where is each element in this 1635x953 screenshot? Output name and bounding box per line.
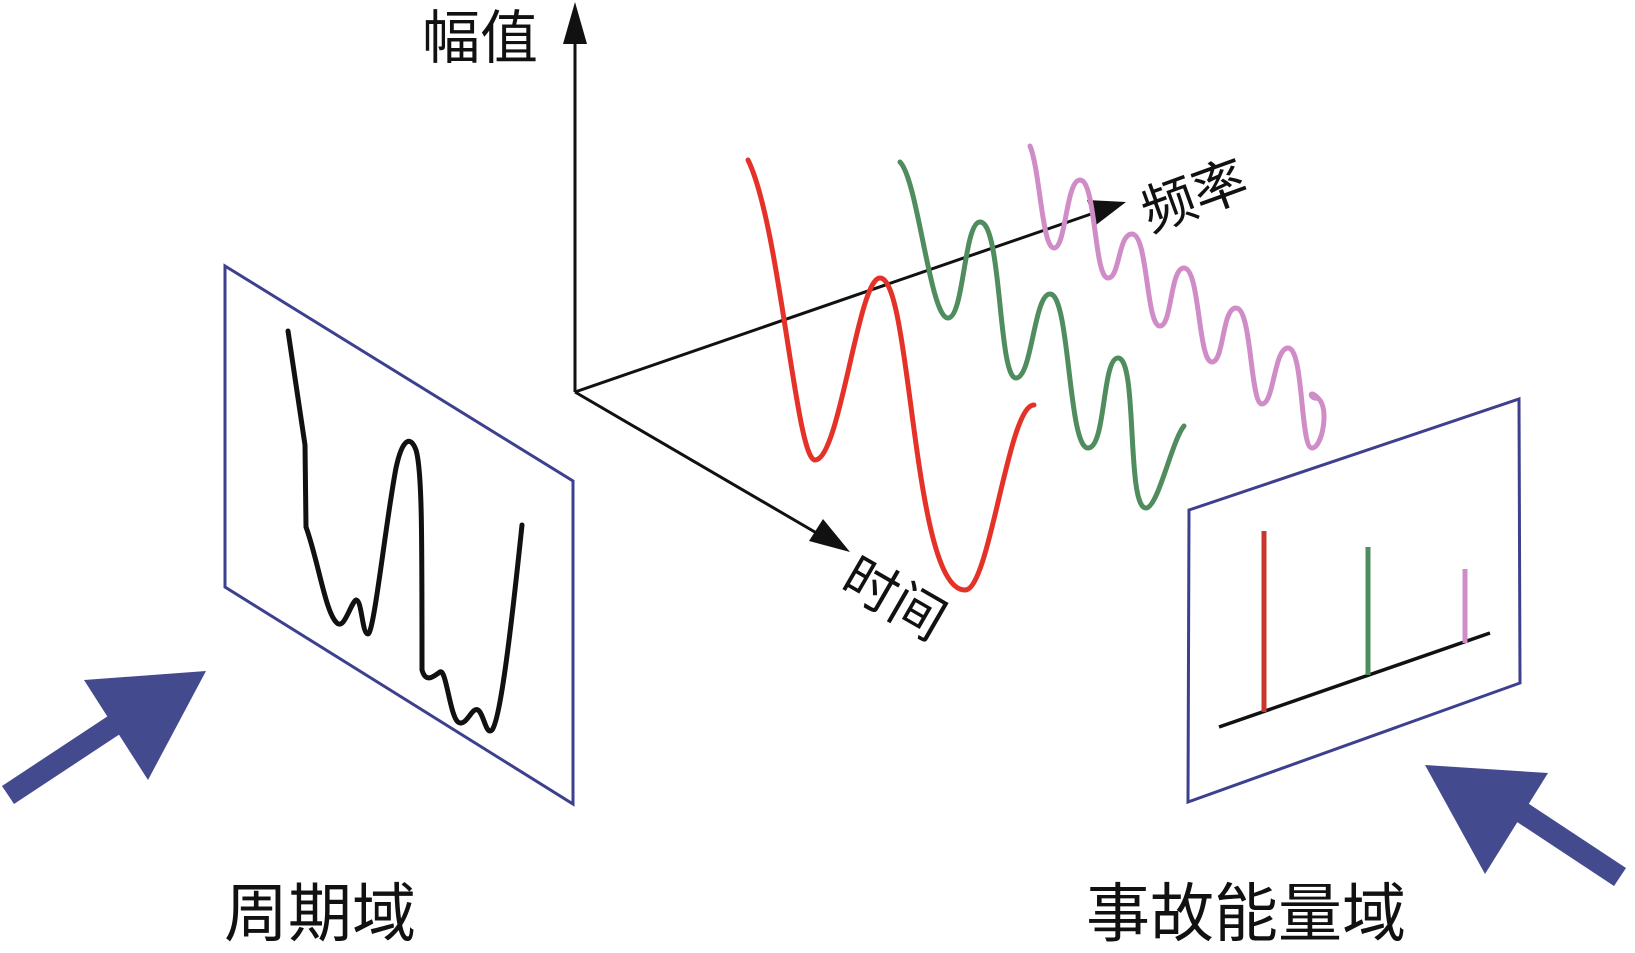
time-frequency-waves — [745, 143, 1327, 593]
view-arrow-left — [2, 671, 206, 804]
view-arrow-right-head — [1425, 765, 1548, 874]
amplitude-axis-arrowhead — [563, 2, 587, 44]
pink-wave — [1027, 143, 1327, 451]
period-domain-curve — [285, 328, 525, 734]
fault-energy-domain-panel — [1186, 396, 1522, 805]
view-arrow-right-shaft — [1505, 796, 1626, 886]
frequency-axis-line — [574, 211, 1095, 394]
fault-energy-domain-panel-border — [1186, 396, 1522, 805]
green-wave — [897, 159, 1187, 511]
frequency-axis-label: 频率 — [1133, 148, 1256, 244]
period-domain-panel — [223, 263, 575, 807]
time-axis-arrowhead — [809, 519, 850, 552]
view-arrow-left-shaft — [2, 716, 120, 804]
time-axis-line — [574, 390, 821, 537]
axes — [563, 2, 1126, 552]
amplitude-axis-label: 幅值 — [422, 4, 538, 72]
period-domain-panel-border — [223, 263, 575, 807]
view-arrow-right — [1425, 765, 1626, 886]
fault-energy-domain-label: 事故能量域 — [1086, 878, 1406, 952]
period-domain-label: 周期域 — [224, 878, 416, 952]
red-wave — [745, 157, 1037, 593]
view-arrows — [2, 671, 1626, 886]
frequency-axis-arrowhead — [1087, 200, 1126, 225]
view-arrow-left-head — [84, 671, 206, 780]
